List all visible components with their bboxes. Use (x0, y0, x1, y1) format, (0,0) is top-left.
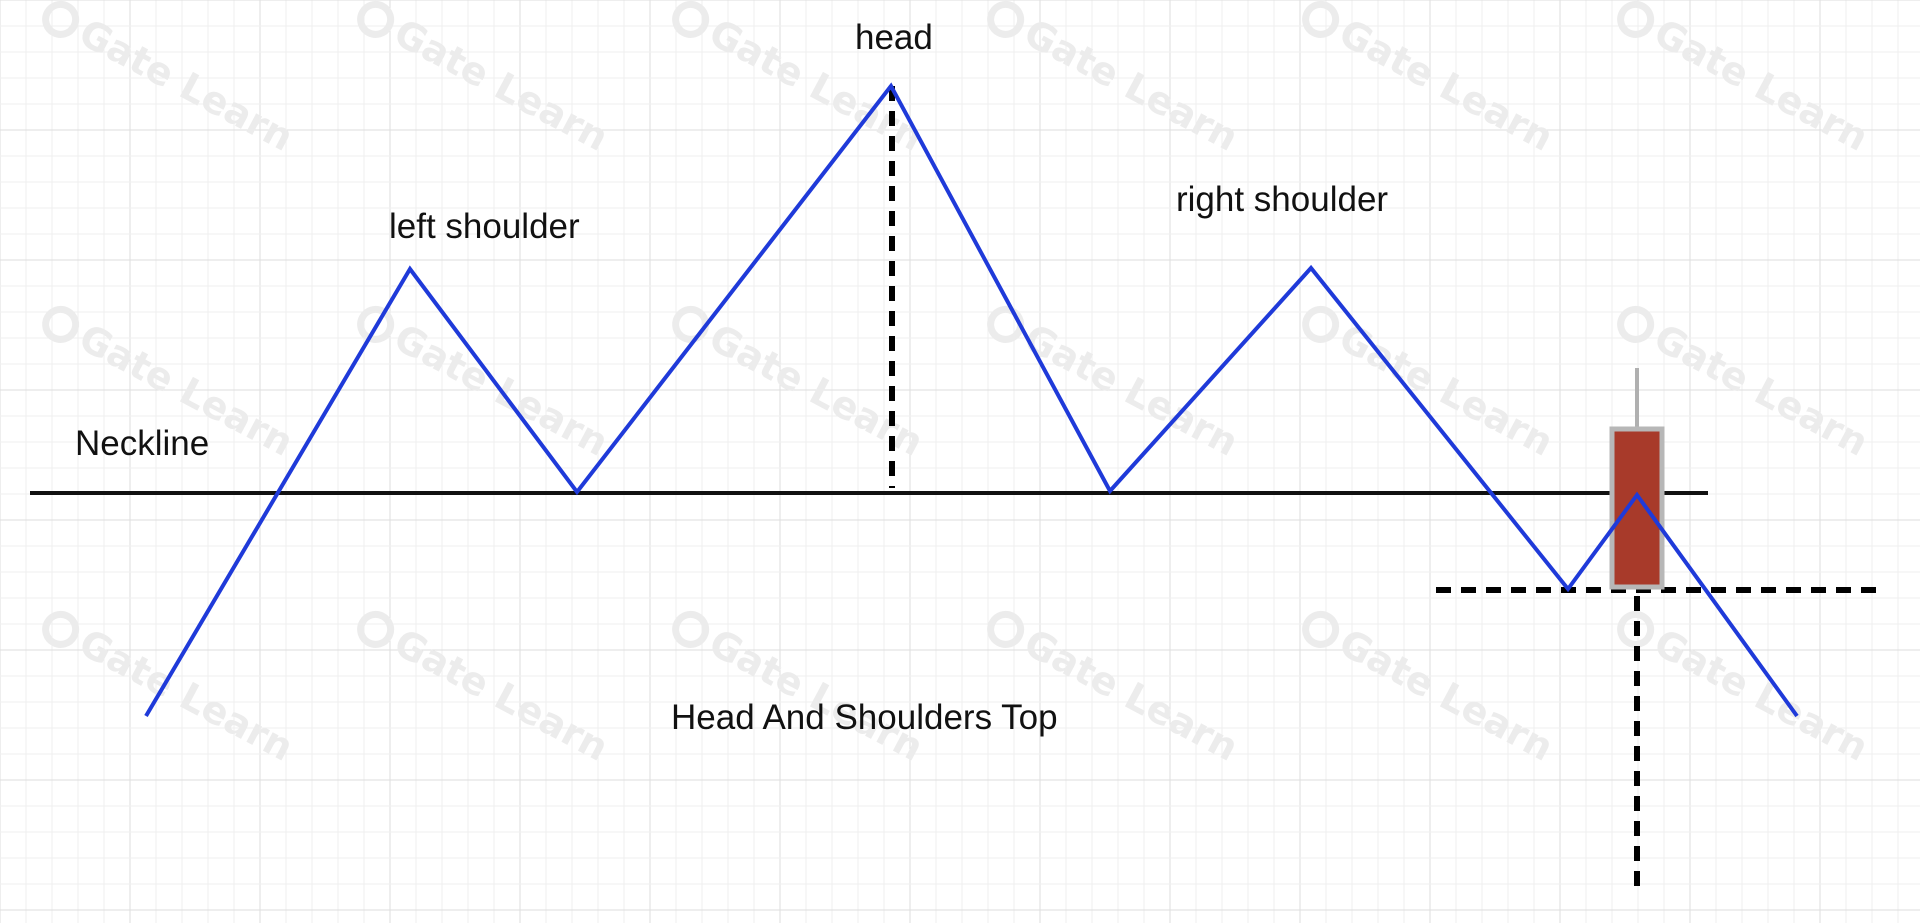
gate-logo-icon (1302, 0, 1340, 38)
gate-logo-icon (357, 610, 395, 648)
price-path-line (144, 82, 1799, 718)
gate-logo-icon (1302, 305, 1340, 343)
gate-logo-icon (42, 0, 80, 38)
gate-logo-icon (42, 610, 80, 648)
gate-logo-icon (987, 610, 1025, 648)
right-shoulder-label: right shoulder (1176, 180, 1388, 219)
gate-logo-icon (672, 0, 710, 38)
gate-logo-icon (1617, 305, 1655, 343)
gate-logo-icon (357, 0, 395, 38)
head-label: head (855, 18, 933, 57)
gate-logo-icon (672, 305, 710, 343)
left-shoulder-label: left shoulder (389, 207, 580, 246)
candle-body (1609, 426, 1665, 590)
neckline-label: Neckline (75, 424, 209, 463)
gate-logo-icon (987, 0, 1025, 38)
gate-logo-icon (1302, 610, 1340, 648)
gate-logo-icon (672, 610, 710, 648)
gate-logo-icon (1617, 610, 1655, 648)
gate-logo-icon (42, 305, 80, 343)
pattern-caption: Head And Shoulders Top (671, 698, 1058, 737)
gate-logo-icon (1617, 0, 1655, 38)
